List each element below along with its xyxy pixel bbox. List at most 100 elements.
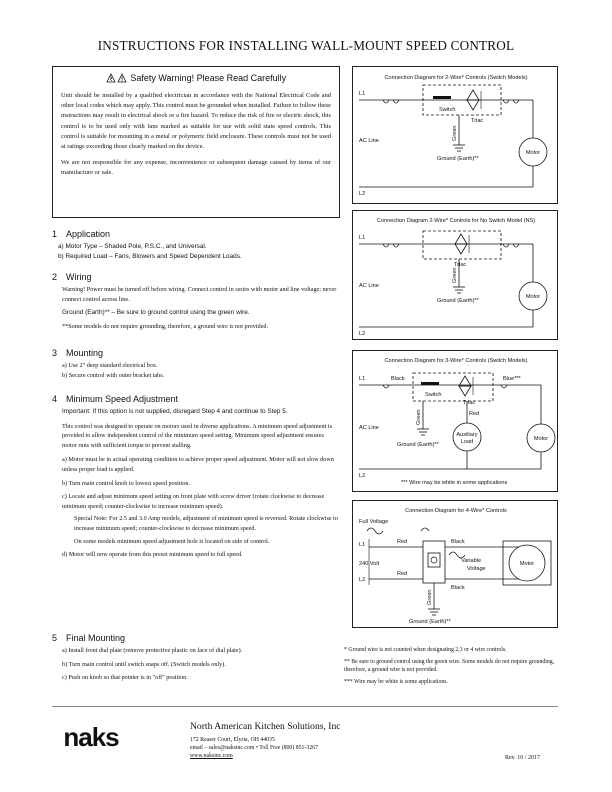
240-volt-label: 240 Volt <box>359 561 380 567</box>
list-item: a) Motor Type – Shaded Pole, P.S.C., and… <box>58 243 207 250</box>
control-box <box>422 540 446 584</box>
switch-label: Switch <box>439 107 455 113</box>
company-name: North American Kitchen Solutions, Inc <box>190 721 341 732</box>
wiring-warning: Warning! Power must be turned off before… <box>62 286 337 303</box>
list-item: c) Locate and adjust minimum speed setti… <box>62 493 325 510</box>
green-label: Green <box>427 589 433 605</box>
green-label: Green <box>416 409 422 425</box>
l1-label: L1 <box>359 235 365 241</box>
side-note: On some models minimum speed adjustment … <box>74 537 270 545</box>
ground-label: Ground (Earth)** <box>397 442 439 448</box>
switch-symbol <box>421 382 439 385</box>
footnote: * Ground wire is not counted when design… <box>344 647 507 653</box>
l2-label: L2 <box>359 577 365 583</box>
l2-label: L2 <box>359 191 365 197</box>
green-label: Green <box>452 125 458 141</box>
triac-label: Triac <box>454 262 466 268</box>
voltage-label: Voltage <box>467 566 486 572</box>
warning-body: Unit should be installed by a qualified … <box>61 91 331 185</box>
motor-label: Motor <box>526 150 540 156</box>
ac-line-label: AC Line <box>359 138 379 144</box>
diagram-title: Connection Diagram for 4-Wire* Controls <box>405 508 507 514</box>
diagram-4wire: Connection Diagram for 4-Wire* Controls … <box>352 500 558 628</box>
disclaimer-paragraph: We are not responsible for any expense, … <box>61 159 331 177</box>
ground-label: Ground (Earth)** <box>437 298 479 304</box>
wiring-diagram: Connection Diagram 2-Wire* Controls for … <box>359 218 548 337</box>
black-label-2: Black <box>451 585 465 591</box>
diagram-title: Connection Diagram 2-Wire* Controls for … <box>377 218 535 224</box>
hazard-icon <box>106 73 127 83</box>
auxiliary-load-icon <box>452 422 482 452</box>
ground-label: Ground (Earth)** <box>409 619 451 625</box>
important-note: Important: If this option is not supplie… <box>62 408 288 415</box>
ground-label: Ground (Earth)** <box>437 156 479 162</box>
diagram-title: Connection Diagram for 3-Wire* Controls … <box>385 358 528 364</box>
l1-label: L1 <box>359 91 365 97</box>
motor-label: Motor <box>520 561 534 567</box>
black-label: Black <box>391 376 405 382</box>
blue-label: Blue*** <box>503 376 522 382</box>
footer-divider <box>52 706 558 707</box>
wiring-diagram: Connection Diagram for 2-Wire* Controls … <box>359 75 548 197</box>
safety-warning-box: Safety Warning! Please Read Carefully Un… <box>52 66 340 218</box>
diagram-2wire-switch: Connection Diagram for 2-Wire* Controls … <box>352 66 558 204</box>
wiring-diagram: Connection Diagram for 3-Wire* Controls … <box>359 358 556 486</box>
diagram-2wire-no-switch: Connection Diagram 2-Wire* Controls for … <box>352 210 558 340</box>
knob-icon <box>430 556 438 564</box>
list-item: d) Motor will now operate from this pres… <box>62 551 243 559</box>
company-address: 172 Reaser Court, Elyria, OH 44035 <box>190 737 275 743</box>
variable-label: Variable <box>461 558 481 564</box>
list-item: a) Install front dial plate (remove prot… <box>62 647 243 654</box>
paragraph: This control was designed to operate on … <box>62 422 332 449</box>
black-label: Black <box>451 539 465 545</box>
diagram-title: Connection Diagram for 2-Wire* Controls … <box>385 75 528 81</box>
triac-icon <box>454 233 468 245</box>
ac-line-label: AC Line <box>359 425 379 431</box>
motor-icon <box>518 137 548 167</box>
triac-icon <box>458 375 472 387</box>
list-item: c) Push on knob so that pointer is in "o… <box>62 674 188 682</box>
ac-line-label: AC Line <box>359 283 379 289</box>
footnote: ** Be sure to ground control using the g… <box>344 658 555 674</box>
list-item: b) Turn main control until switch snaps … <box>62 660 226 668</box>
warning-heading-text: Safety Warning! Please Read Carefully <box>130 73 287 83</box>
full-voltage-label: Full Voltage <box>359 519 388 525</box>
l2-label: L2 <box>359 473 365 479</box>
revision-label: Rev. 10 / 2017 <box>505 755 540 761</box>
ground-note: Ground (Earth)** – Be sure to ground con… <box>62 309 250 317</box>
warning-heading: Safety Warning! Please Read Carefully <box>53 73 339 83</box>
motor-icon <box>508 544 546 582</box>
triac-icon <box>466 89 480 101</box>
motor-icon <box>518 281 548 311</box>
variable-voltage-wave-icon <box>448 551 466 559</box>
footnote: *** Wire may be white is some applicatio… <box>344 678 448 685</box>
warning-paragraph: Unit should be installed by a qualified … <box>61 92 331 151</box>
switch-label: Switch <box>425 392 441 398</box>
special-note: Special Note: For 2.5 and 3.0 Amp models… <box>74 515 338 532</box>
motor-label: Motor <box>526 294 540 300</box>
full-voltage-wave-icon <box>366 527 430 535</box>
company-contact: email – sales@naksinc.com • Toll Free (8… <box>190 745 318 752</box>
l1-label: L1 <box>359 542 365 548</box>
motor-icon <box>526 423 556 453</box>
logo-text: naks <box>63 722 119 752</box>
company-website-link[interactable]: www.naksinc.com <box>190 753 233 760</box>
red-label-2: Red <box>397 571 407 577</box>
list-item: a) Motor must be in actual operating con… <box>62 456 334 473</box>
red-label: Red <box>397 539 407 545</box>
diagram-3wire-switch: Connection Diagram for 3-Wire* Controls … <box>352 350 558 492</box>
document-title: INSTRUCTIONS FOR INSTALLING WALL-MOUNT S… <box>97 38 515 53</box>
ground-footnote: **Some models do not require grounding, … <box>62 322 269 330</box>
switch-symbol <box>433 96 451 99</box>
naks-logo: naks <box>52 722 130 752</box>
aux-label: Auxiliary <box>456 432 477 438</box>
l2-label: L2 <box>359 331 365 337</box>
list-item: b) Required Load – Fans, Blowers and Spe… <box>58 252 242 260</box>
